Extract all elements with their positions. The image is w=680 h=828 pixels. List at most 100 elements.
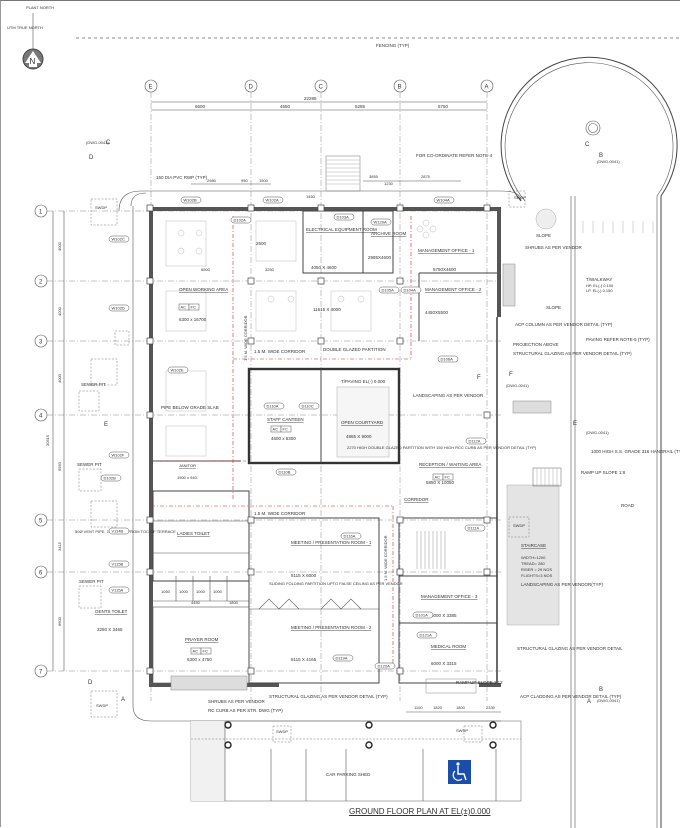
svg-text:(DWG-0041): (DWG-0041) (506, 383, 529, 388)
svg-text:4450: 4450 (191, 600, 201, 605)
svg-text:4000: 4000 (57, 241, 62, 251)
svg-text:3250: 3250 (265, 267, 275, 272)
svg-text:1800: 1800 (456, 705, 466, 710)
svg-text:SHRUBS AS PER VENDOR: SHRUBS AS PER VENDOR (525, 245, 583, 250)
ramp-top (325, 155, 361, 192)
svg-text:A: A (587, 699, 591, 705)
svg-text:11515 X 4000: 11515 X 4000 (313, 307, 341, 312)
svg-text:B: B (599, 153, 603, 159)
svg-text:6600: 6600 (57, 616, 62, 626)
svg-text:(DWG-0041): (DWG-0041) (86, 140, 109, 145)
svg-text:B: B (599, 687, 603, 693)
svg-text:1500 x 940: 1500 x 940 (177, 475, 198, 480)
svg-text:AC: AC (181, 305, 187, 310)
svg-text:6300 x 16700: 6300 x 16700 (179, 317, 207, 322)
svg-text:D102B: D102B (104, 476, 117, 481)
svg-text:2980: 2980 (207, 178, 217, 183)
svg-text:4: 4 (39, 414, 43, 420)
svg-text:W102F: W102F (112, 453, 125, 458)
svg-text:D110B: D110B (279, 470, 291, 475)
room-medical: MEDICAL ROOM (431, 644, 466, 649)
svg-text:D116A: D116A (344, 534, 356, 539)
room-management-office-2: MANAGEMENT OFFICE - 2 (425, 287, 482, 292)
svg-text:TREAD= 280: TREAD= 280 (521, 561, 545, 566)
svg-text:2985X4600: 2985X4600 (368, 255, 392, 260)
toilet-block (152, 490, 250, 582)
svg-text:D122A: D122A (378, 664, 391, 669)
svg-text:FLIGHTS=3 NOS: FLIGHTS=3 NOS (521, 573, 553, 578)
svg-text:1800: 1800 (229, 600, 239, 605)
room-gents-toilet: GENTS TOILET (95, 609, 128, 614)
svg-text:E: E (573, 421, 577, 427)
svg-text:T/PAVING EL(-) 0.000: T/PAVING EL(-) 0.000 (341, 379, 386, 384)
svg-text:5750X4600: 5750X4600 (433, 267, 457, 272)
svg-text:DOUBLE GLAZED PARTITION: DOUBLE GLAZED PARTITION (323, 347, 386, 352)
svg-text:4650: 4650 (280, 104, 291, 109)
svg-text:1050: 1050 (161, 589, 171, 594)
svg-text:SEWER PIT: SEWER PIT (79, 579, 104, 584)
svg-text:2330: 2330 (486, 705, 496, 710)
svg-text:RAMP UP SLOPE 1:8: RAMP UP SLOPE 1:8 (581, 470, 626, 475)
svg-text:ACP CLADDING AS PER VENDOR DET: ACP CLADDING AS PER VENDOR DETAIL (TYP) (520, 694, 622, 699)
room-janitor: JANITOR (179, 463, 196, 468)
svg-text:N: N (30, 57, 36, 66)
room-open-working-area: OPEN WORKING AREA (179, 287, 228, 292)
svg-text:AC: AC (273, 427, 279, 432)
grid-columns: E D C B A (144, 79, 494, 701)
svg-text:W102A: W102A (266, 198, 279, 203)
room-reception: RECEPTION / WAITING AREA (419, 462, 481, 467)
room-staff-canteen: STAFF CANTEEN (267, 417, 304, 422)
annotations: 1.5 M. WIDE CORRIDOR 1.5 M. WIDE CORRIDO… (75, 140, 680, 734)
svg-text:PIPE BELOW GRADE SLAB: PIPE BELOW GRADE SLAB (161, 405, 219, 410)
svg-text:A: A (121, 697, 125, 703)
svg-text:A: A (485, 85, 489, 91)
svg-text:1000 HIGH S.S. GRADE 316 HANDR: 1000 HIGH S.S. GRADE 316 HANDRAIL (TYP) (591, 449, 680, 454)
svg-text:D105A: D105A (382, 288, 395, 293)
svg-text:SLOPE: SLOPE (546, 305, 561, 310)
svg-text:SWDP: SWDP (514, 195, 526, 200)
svg-text:5850 X 10050: 5850 X 10050 (426, 480, 455, 485)
svg-text:2600: 2600 (256, 241, 267, 246)
svg-text:D102A: D102A (234, 218, 247, 223)
overall-width-dim: 22285 (304, 96, 317, 101)
svg-text:D121A: D121A (420, 633, 433, 638)
svg-text:ACP COLUMN AS PER VENDOR DETAI: ACP COLUMN AS PER VENDOR DETAIL (TYP) (515, 322, 613, 327)
svg-text:F: F (477, 375, 481, 381)
svg-text:SWDP: SWDP (95, 205, 107, 210)
svg-text:RISER = 29 NOS: RISER = 29 NOS (521, 567, 552, 572)
svg-text:AC: AC (435, 475, 441, 480)
svg-text:SEWER PIT: SEWER PIT (81, 382, 106, 387)
svg-text:1500: 1500 (259, 178, 269, 183)
svg-text:(DWG-0041): (DWG-0041) (597, 159, 620, 164)
structural-columns (146, 204, 491, 675)
svg-text:D106A: D106A (441, 357, 454, 362)
svg-text:FC: FC (283, 427, 288, 432)
room-management-office-3: MANAGEMENT OFFICE - 3 (421, 594, 478, 599)
room-meeting-2: MEETING / PRESENTATION ROOM - 2 (291, 625, 372, 630)
svg-text:PROJECTION ABOVE: PROJECTION ABOVE (513, 342, 559, 347)
room-archive: ARCHIVE ROOM (371, 231, 407, 236)
svg-text:W104A: W104A (437, 198, 450, 203)
room-meeting-1: MEETING / PRESENTATION ROOM - 1 (291, 540, 372, 545)
svg-text:8115 X 6000: 8115 X 6000 (291, 573, 317, 578)
svg-text:5750: 5750 (438, 104, 449, 109)
svg-text:D: D (88, 680, 93, 686)
svg-text:6950: 6950 (57, 461, 62, 471)
plant-north-label: PLANT NORTH (26, 5, 54, 10)
svg-text:1.5 M. WIDE CORRIDOR: 1.5 M. WIDE CORRIDOR (383, 535, 388, 581)
canteen-courtyard-block (247, 367, 401, 465)
svg-text:6000 X 3385: 6000 X 3385 (431, 613, 457, 618)
svg-text:3: 3 (39, 340, 43, 346)
svg-text:6600: 6600 (195, 104, 206, 109)
car-parking-shed (190, 720, 522, 802)
svg-text:LP. EL(-) 0.150: LP. EL(-) 0.150 (586, 288, 613, 293)
room-prayer: PRAYER ROOM (185, 637, 219, 642)
svg-text:1100: 1100 (414, 705, 423, 710)
grid-rows: 1 2 3 4 5 6 7 (34, 204, 501, 678)
section-markers: C D C B E F E F D A A B (88, 140, 603, 705)
drawing-title: GROUND FLOOR PLAN AT EL(±)0.000 (349, 807, 491, 816)
svg-text:950: 950 (241, 178, 248, 183)
ac-fc-tags: AC FC AC FC AC FC AC FC (178, 303, 454, 655)
svg-text:D: D (249, 85, 254, 91)
